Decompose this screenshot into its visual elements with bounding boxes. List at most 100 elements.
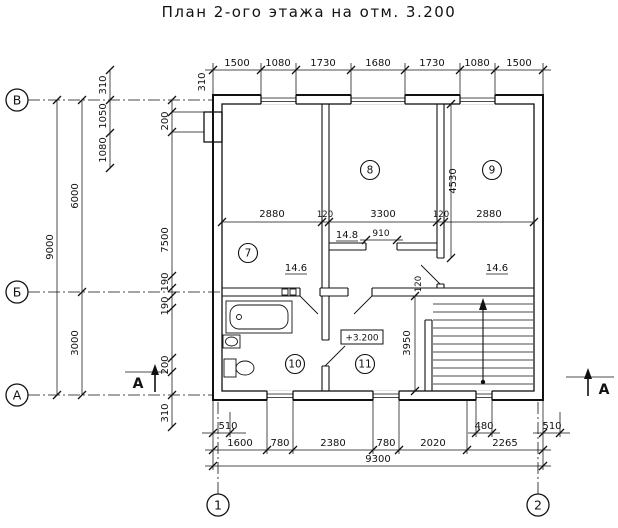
dim-bottom-small-2: 510 [542,421,561,432]
window-glazing [261,97,296,102]
dim-interior-1: 120 [317,210,333,220]
window-gap [373,390,399,402]
dim-interior-3: 120 [433,210,449,220]
section-marks: А А [125,364,614,398]
dim-top-6: 1500 [506,58,531,69]
interior-walls [222,104,534,391]
section-label-right: А [599,382,610,398]
dim-top-5: 1080 [464,58,489,69]
dim-left-inner-0: 200 [160,111,171,130]
elevation-value: +3.200 [345,334,379,344]
room-labels: 7 8 9 10 11 [237,159,503,375]
ticks-3950 [410,291,420,396]
toilet-tank [223,358,237,378]
dim-left-stack-0: 310 [98,75,109,94]
dim-bottom-total: 9300 [365,454,390,465]
sink [222,334,241,349]
dim-top-offset: 310 [197,72,208,91]
dim-bottom-0: 1600 [227,438,252,449]
dim-left-inner-2: 190 [160,272,171,291]
wall-room7-room8 [321,104,330,288]
windows-bottom [266,390,493,402]
dim-top-2: 1730 [310,58,335,69]
wall-closet [329,242,437,251]
door-leaf-room9 [420,264,441,285]
window-jambs [459,95,496,104]
dim-top-4: 1730 [419,58,444,69]
window-jambs [475,391,493,400]
room-number-9: 9 [489,165,496,177]
axis-label-v: В [13,93,22,108]
wall-axis-b [222,287,534,297]
room-number-10: 10 [288,359,301,371]
dim-interior-2: 3300 [370,209,395,220]
axis-circle-b [5,280,29,304]
door-leaf-bath [324,345,346,367]
window-glazing [267,393,293,398]
dim-left-lower: 3000 [70,330,81,355]
inner-wall-rect [221,103,535,392]
window-gap [460,93,495,105]
room-circle-7 [237,242,259,264]
bathroom-fixtures [222,288,297,378]
door-leaf-room10 [299,295,319,315]
ticks-left-inner [167,95,177,432]
window-jambs [350,95,406,104]
ext-lines-bottom [212,400,561,470]
section-arrow-left-head [151,364,159,375]
doors [299,264,441,367]
room-number-8: 8 [367,165,374,177]
axis-circle-v [5,88,29,112]
duct-2 [289,288,297,296]
window-gap [351,93,405,105]
window-glazing [373,393,399,398]
dim-left-stack-2: 1080 [98,137,109,162]
dim-left-upper: 6000 [70,183,81,208]
window-jambs [372,391,400,400]
duct-1 [281,288,289,296]
dim-bottom-3: 780 [376,438,395,449]
wall-room10-room11 [321,296,330,391]
chimney-projection [203,111,223,143]
outer-walls [203,94,544,401]
windows-top [260,93,496,105]
dim-left-total: 9000 [45,234,56,259]
axis-circle-a [5,383,29,407]
dim-top-3: 1680 [365,58,390,69]
ticks-left-stack [105,65,115,173]
axis-lines [28,99,539,494]
dim-interior-4: 2880 [476,209,501,220]
dim-bottom-5: 2265 [492,438,517,449]
axis-label-a: А [13,388,22,403]
window-glazing [476,393,492,398]
window-glazing [351,97,405,102]
dimension-lines [52,63,570,471]
dim-bottom-2: 2380 [320,438,345,449]
axis-label-2: 2 [534,498,542,513]
ticks-9000 [52,95,62,400]
bathtub-outline [225,300,293,334]
dim-line-left-inner [171,100,204,427]
dim-closet-opening: 910 [372,229,389,239]
dim-stair-depth: 3950 [402,330,413,355]
ticks-interior [217,217,539,227]
door-leaf-room11 [353,295,373,315]
dim-room-depth: 4530 [448,168,459,193]
room-number-7: 7 [245,248,252,260]
dimension-labels: 310 1500 1080 1730 1680 1730 1080 1500 9… [45,58,562,465]
room-circle-10 [284,353,306,375]
dim-left-inner-1: 7500 [160,227,171,252]
room-circle-9 [481,159,503,181]
window-gap [267,390,293,402]
bathtub-inner [229,304,289,330]
dim-top-1: 1080 [265,58,290,69]
window-jambs [260,95,297,104]
elevation-marker: +3.200 [340,329,384,345]
axis-circle-2 [526,493,550,517]
section-arrow-right-head [584,368,592,379]
window-glazing [460,97,495,102]
bathtub-drain [236,314,242,320]
room-number-11: 11 [358,359,371,371]
ticks-4530 [446,99,456,263]
